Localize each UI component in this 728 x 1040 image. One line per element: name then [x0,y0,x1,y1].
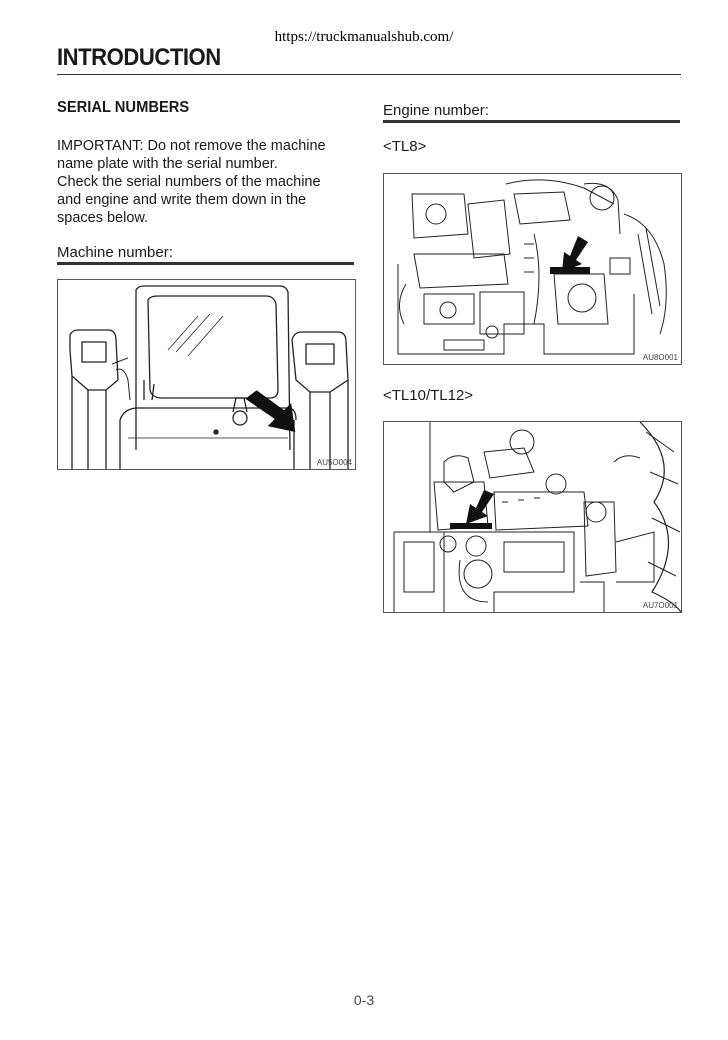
section-heading: SERIAL NUMBERS [57,99,190,116]
important-line: and engine and write them down in the [57,192,307,208]
machine-number-rule [57,262,354,265]
engine-number-rule [383,120,680,123]
important-line: IMPORTANT: Do not remove the machine [57,138,326,154]
machine-illustration [69,285,349,469]
page-title: INTRODUCTION [57,44,221,71]
machine-figure: AU5O004 [57,279,356,470]
variant-label-tl8: <TL8> [383,138,427,155]
engine-number-label: Engine number: [383,102,489,119]
important-line: spaces below. [57,210,149,226]
page-number: 0-3 [353,992,375,1008]
engine-tl8-illustration [397,179,667,355]
important-notice: IMPORTANT: Do not remove the machine nam… [57,137,357,227]
figure-code: AU8O001 [642,353,678,362]
source-url: https://truckmanualshub.com/ [274,29,454,45]
important-line: name plate with the serial number. [57,156,278,172]
title-divider [57,74,681,75]
engine-tl10-figure: AU7O001 [383,421,682,613]
machine-number-label: Machine number: [57,244,173,261]
engine-tl10-illustration [393,422,681,612]
engine-tl8-figure: AU8O001 [383,173,682,365]
figure-code: AU5O004 [316,458,352,467]
variant-label-tl10-tl12: <TL10/TL12> [383,387,474,404]
important-line: Check the serial numbers of the machine [57,174,321,190]
figure-code: AU7O001 [642,601,678,610]
